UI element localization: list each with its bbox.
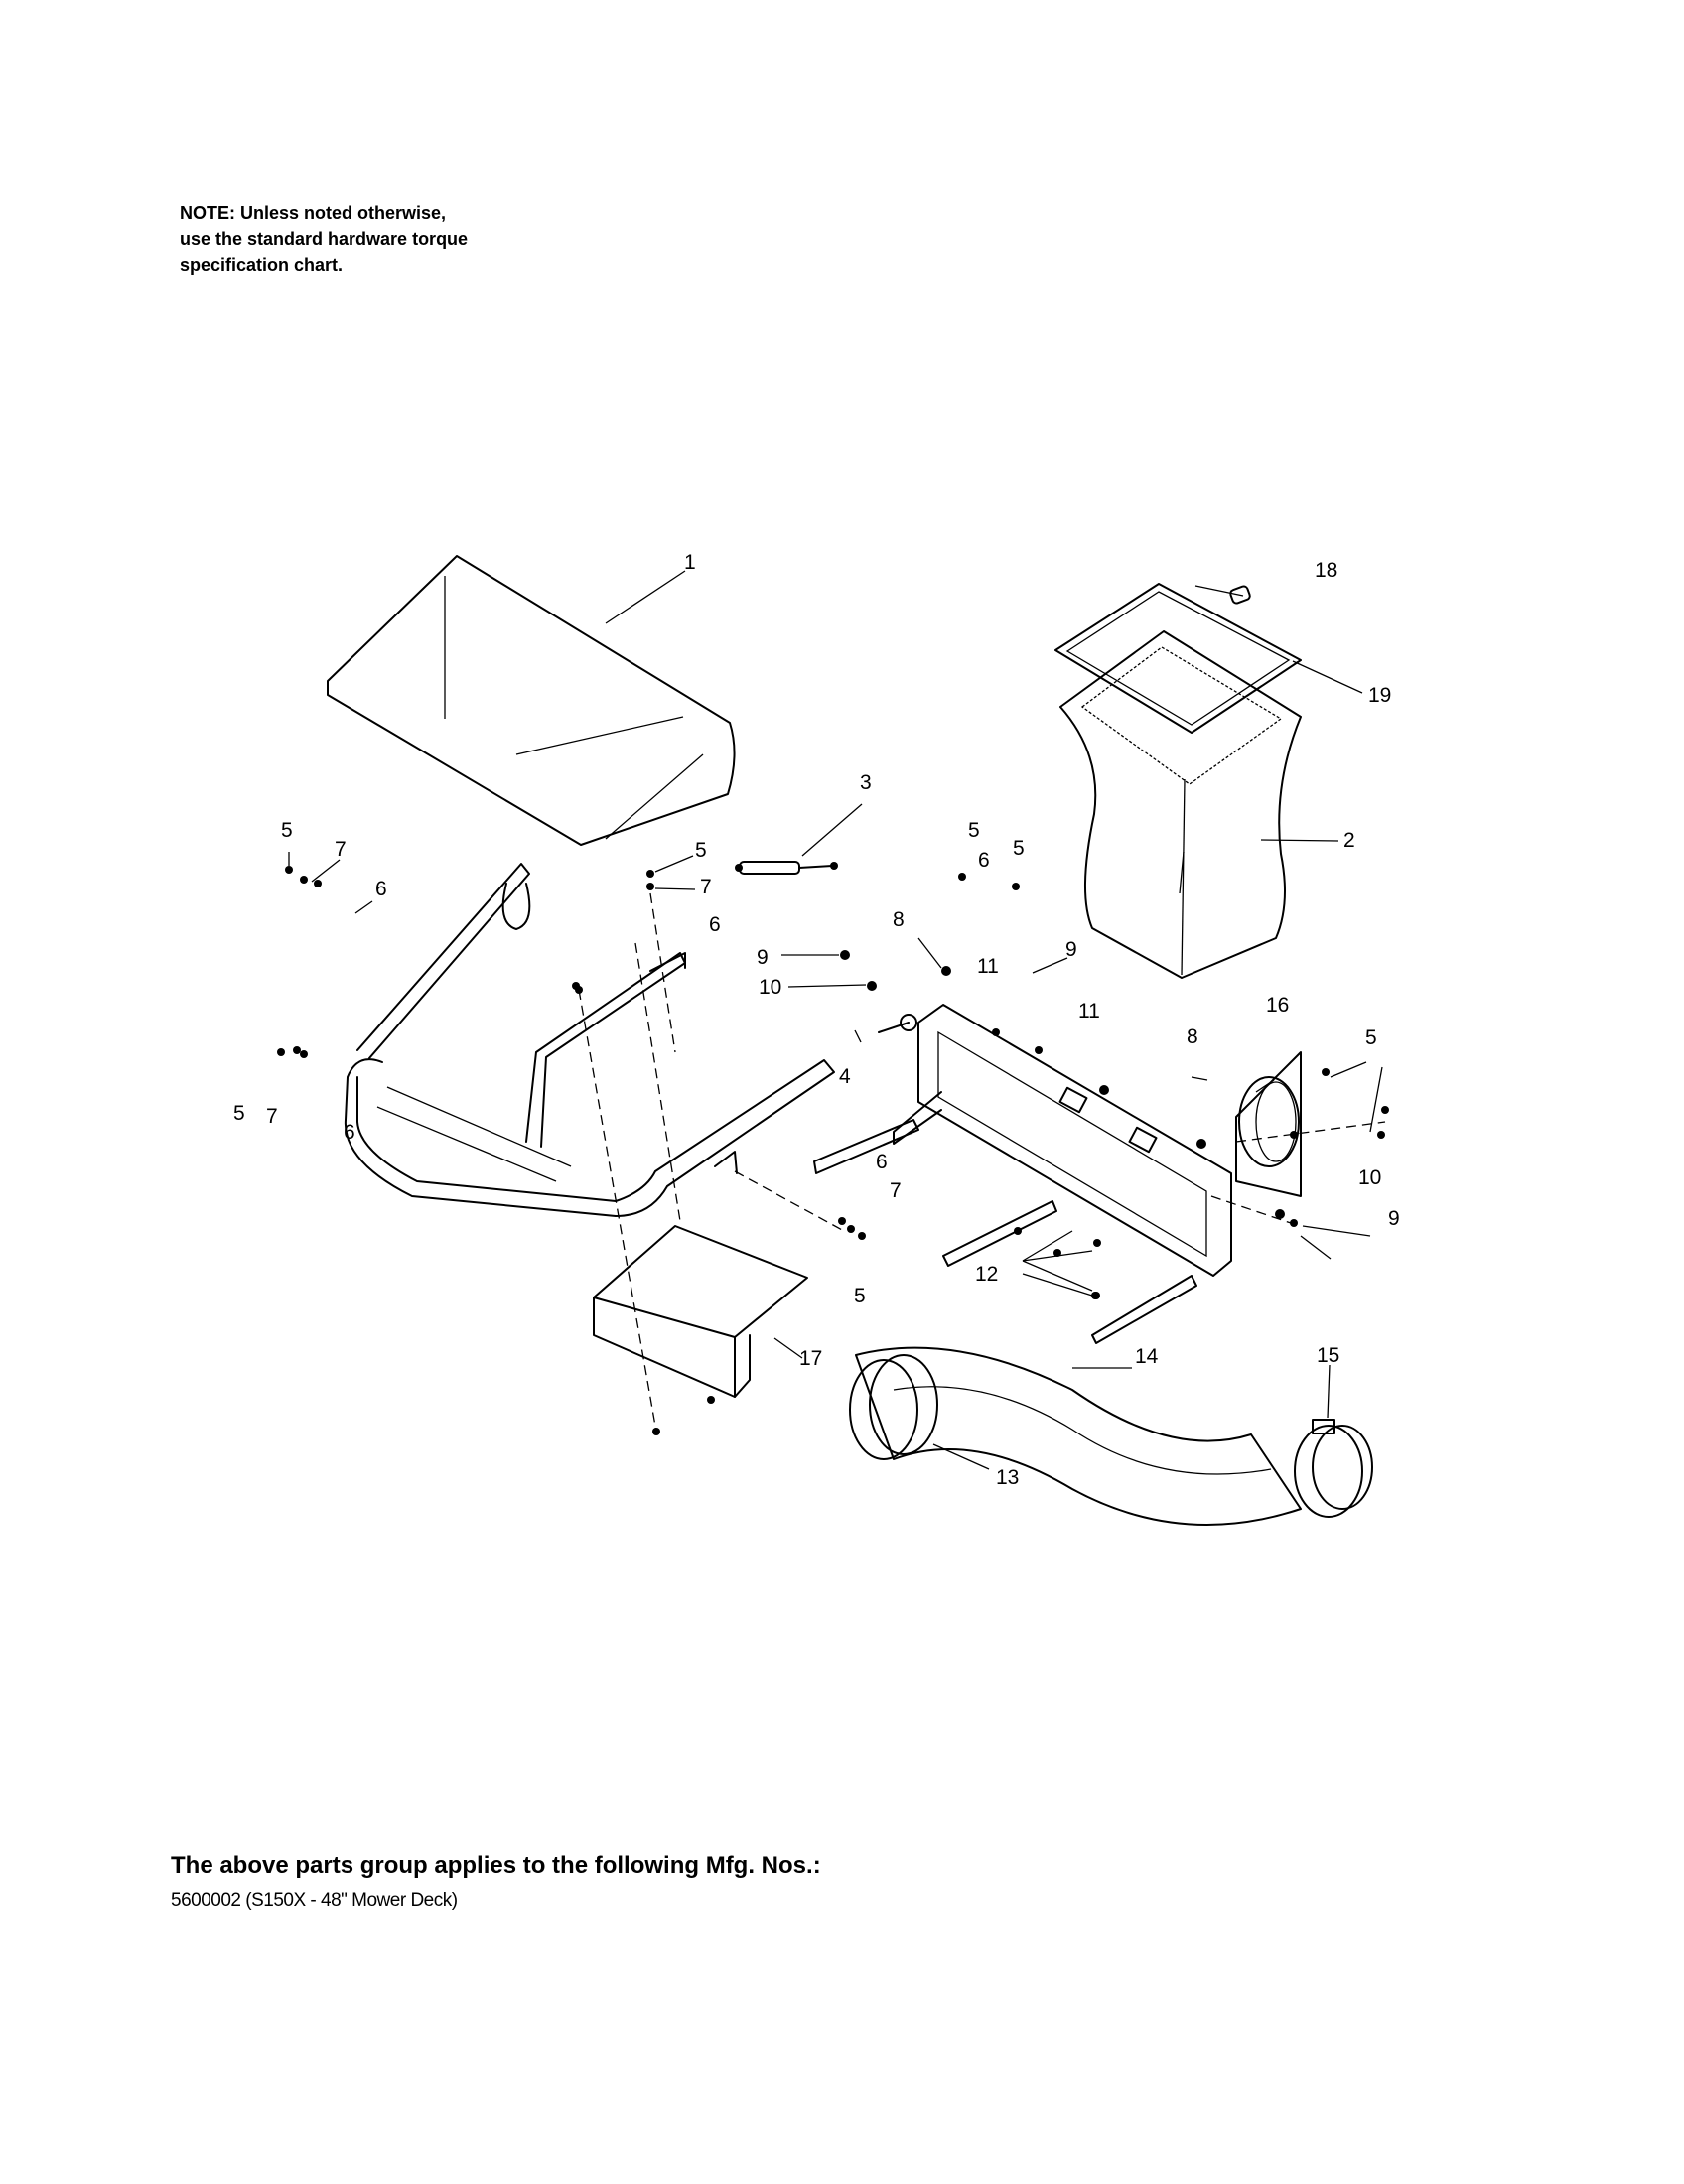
callout-18: 18 bbox=[1315, 559, 1337, 582]
callout-5: 5 bbox=[1013, 837, 1025, 860]
part-chute-adapter bbox=[1235, 1051, 1302, 1197]
callout-14: 14 bbox=[1135, 1345, 1159, 1368]
part-hitch-frame bbox=[813, 1004, 1232, 1344]
part-clip bbox=[1229, 585, 1251, 605]
callout-10: 10 bbox=[1358, 1166, 1381, 1189]
callout-5: 5 bbox=[854, 1285, 866, 1307]
callout-labels: 1 18 19 2 3 5 7 6 5 7 6 5 6 5 8 9 10 11 … bbox=[233, 551, 1400, 1489]
part-tube-frame bbox=[344, 1058, 835, 1217]
part-cover bbox=[327, 555, 736, 846]
model-number: 5600002 (S150X - 48" Mower Deck) bbox=[171, 1890, 458, 1911]
callout-12: 12 bbox=[975, 1263, 998, 1286]
part-hose-clamp-left bbox=[849, 1354, 938, 1460]
callout-7: 7 bbox=[890, 1179, 902, 1202]
callout-11: 11 bbox=[1078, 1000, 1100, 1023]
callout-10: 10 bbox=[759, 976, 781, 999]
callout-5: 5 bbox=[233, 1102, 245, 1125]
part-hose bbox=[855, 1346, 1302, 1526]
applicability-title: The above parts group applies to the fol… bbox=[171, 1852, 821, 1879]
callout-5: 5 bbox=[968, 819, 980, 842]
callout-3: 3 bbox=[860, 771, 872, 794]
callout-6: 6 bbox=[375, 878, 387, 900]
callout-6: 6 bbox=[344, 1121, 355, 1144]
callout-5: 5 bbox=[695, 839, 707, 862]
callout-5: 5 bbox=[1365, 1026, 1377, 1049]
callout-6: 6 bbox=[709, 913, 721, 936]
callout-9: 9 bbox=[1065, 938, 1077, 961]
callout-13: 13 bbox=[996, 1466, 1019, 1489]
callout-8: 8 bbox=[893, 908, 905, 931]
part-hose-clamp-right bbox=[1294, 1419, 1373, 1518]
callout-19: 19 bbox=[1368, 684, 1391, 707]
callout-4: 4 bbox=[839, 1065, 851, 1088]
callout-8: 8 bbox=[1187, 1025, 1198, 1048]
part-bag bbox=[1059, 630, 1302, 979]
part-bag-frame bbox=[1054, 583, 1302, 734]
torque-note: NOTE: Unless noted otherwise, use the st… bbox=[180, 201, 468, 278]
part-deflector-plate bbox=[593, 1225, 808, 1398]
hardware-items bbox=[277, 866, 1389, 1435]
callout-7: 7 bbox=[266, 1105, 278, 1128]
callout-6: 6 bbox=[978, 849, 990, 872]
leader-lines bbox=[288, 570, 1383, 1470]
callout-17: 17 bbox=[799, 1347, 822, 1370]
assembly-lines bbox=[578, 892, 1386, 1433]
note-line: specification chart. bbox=[180, 255, 344, 275]
callout-9: 9 bbox=[757, 946, 769, 969]
callout-1: 1 bbox=[684, 551, 696, 574]
callout-5: 5 bbox=[281, 819, 293, 842]
note-line: use the standard hardware torque bbox=[180, 229, 469, 249]
part-support-frame bbox=[356, 863, 686, 1148]
callout-2: 2 bbox=[1343, 829, 1355, 852]
callout-7: 7 bbox=[335, 838, 347, 861]
callout-11: 11 bbox=[977, 955, 999, 978]
part-gas-spring bbox=[735, 861, 838, 875]
callout-16: 16 bbox=[1266, 994, 1289, 1017]
callout-15: 15 bbox=[1317, 1344, 1339, 1367]
note-line: NOTE: Unless noted otherwise, bbox=[180, 204, 447, 223]
callout-6: 6 bbox=[876, 1151, 888, 1173]
callout-9: 9 bbox=[1388, 1207, 1400, 1230]
callout-7: 7 bbox=[700, 876, 712, 898]
